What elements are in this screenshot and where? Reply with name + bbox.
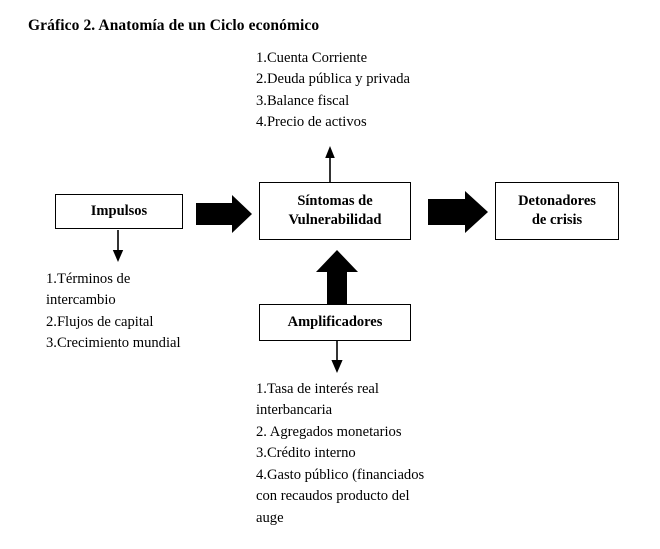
box-detonadores-label-line2: de crisis xyxy=(531,212,583,228)
list-item: con recaudos producto del xyxy=(256,488,410,505)
list-item: auge xyxy=(256,509,284,526)
thin-arrow-down-icon xyxy=(112,230,124,262)
list-item: 3.Balance fiscal xyxy=(256,92,350,109)
list-item: 1.Tasa de interés real xyxy=(256,381,379,397)
list-item: intercambio xyxy=(46,292,116,309)
list-item: 4.Precio de activos xyxy=(256,114,367,131)
box-amplificadores[interactable]: Amplificadores xyxy=(259,304,411,341)
list-item: 3.Crédito interno xyxy=(256,445,356,462)
figure-title: Gráfico 2. Anatomía de un Ciclo económic… xyxy=(28,17,320,34)
list-item: 2.Flujos de capital xyxy=(46,313,154,330)
box-impulsos-label: Impulsos xyxy=(90,203,148,220)
thin-arrow-up-icon xyxy=(325,146,335,182)
list-item: 2.Deuda pública y privada xyxy=(256,71,410,88)
list-item: 3.Crecimiento mundial xyxy=(46,335,181,352)
list-item: 4.Gasto público (financiados xyxy=(256,466,425,483)
list-impulsos: 1.Términos de intercambio 2.Flujos de ca… xyxy=(46,269,181,355)
box-sintomas-label-line2: Vulnerabilidad xyxy=(288,212,382,228)
block-arrow-up-icon xyxy=(316,250,358,304)
box-sintomas-de-vulnerabilidad[interactable]: Síntomas de Vulnerabilidad xyxy=(259,182,411,240)
list-item: interbancaria xyxy=(256,402,333,419)
block-arrow-right-icon xyxy=(196,195,252,233)
box-detonadores-label-line1: Detonadores xyxy=(518,193,596,210)
block-arrow-right-icon xyxy=(428,191,488,233)
list-amplificadores: 1.Tasa de interés real interbancaria 2. … xyxy=(256,379,424,529)
box-amplificadores-label: Amplificadores xyxy=(287,314,383,331)
thin-arrow-down-icon xyxy=(331,341,343,373)
list-sintomas-de-vulnerabilidad: 1.Cuenta Corriente 2.Deuda pública y pri… xyxy=(256,48,410,134)
box-impulsos[interactable]: Impulsos xyxy=(55,194,183,229)
box-sintomas-label-line1: Síntomas de xyxy=(297,193,373,210)
box-detonadores-de-crisis[interactable]: Detonadores de crisis xyxy=(495,182,619,240)
list-item: 1.Cuenta Corriente xyxy=(256,50,368,66)
list-item: 1.Términos de xyxy=(46,271,131,287)
list-item: 2. Agregados monetarios xyxy=(256,423,402,440)
